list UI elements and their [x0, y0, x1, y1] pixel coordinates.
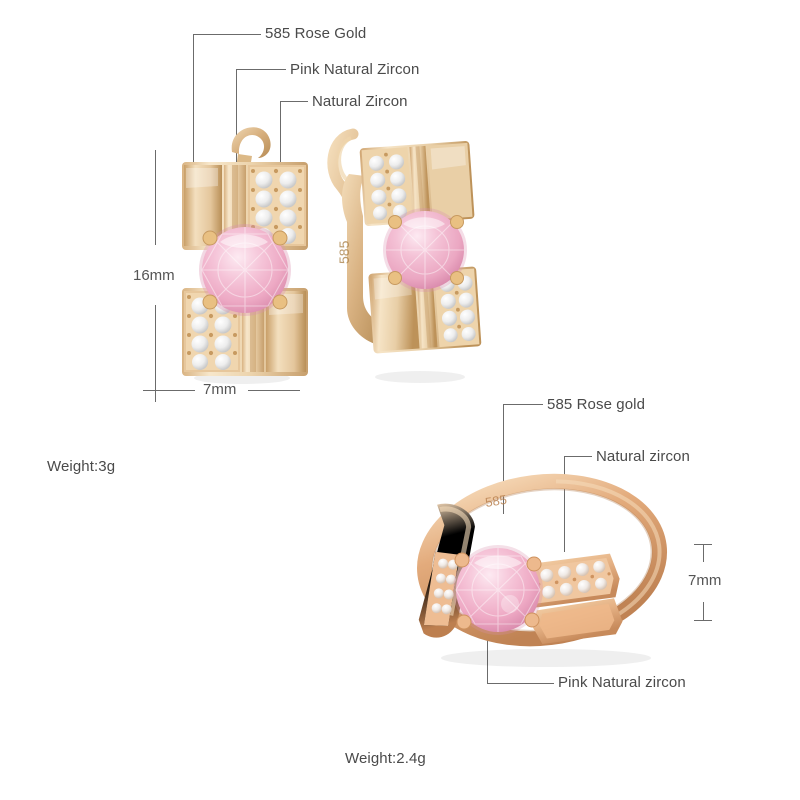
ring-leader-gold-vertical — [503, 404, 504, 514]
leader-line-zircon-vertical — [280, 101, 281, 169]
ring-view: 585 — [398, 468, 688, 668]
earring-label-zircon: Natural Zircon — [312, 93, 408, 110]
leader-line-pink-zircon-vertical — [236, 69, 237, 169]
dimension-line-width-left — [143, 390, 195, 391]
dimension-line-width-right — [248, 390, 300, 391]
earring-height-label: 16mm — [133, 267, 175, 284]
ring-leader-zircon-horizontal — [564, 456, 592, 457]
earring-width-label: 7mm — [203, 381, 237, 398]
leader-line-gold-horizontal — [193, 34, 261, 35]
earring-585-stamp: 585 — [336, 240, 352, 264]
dimension-line-height-lower — [155, 305, 156, 390]
ring-leader-zircon-vertical — [564, 456, 565, 552]
earring-weight-label: Weight:3g — [47, 458, 116, 475]
dimension-tick-width — [155, 378, 156, 402]
leader-line-pink-zircon-horizontal — [236, 69, 286, 70]
ring-leader-gold-horizontal — [503, 404, 543, 405]
ring-dimension-cap-bottom — [694, 620, 712, 621]
ring-label-gold: 585 Rose gold — [547, 396, 646, 413]
leader-line-gold-vertical — [193, 34, 194, 169]
ring-width-label: 7mm — [688, 572, 722, 589]
ring-weight-label: Weight:2.4g — [345, 750, 426, 767]
earring-side-view: 585 — [325, 112, 500, 384]
ring-dimension-stem-bottom — [703, 602, 704, 620]
ring-label-zircon: Natural zircon — [596, 448, 690, 465]
ring-dimension-stem-top — [703, 544, 704, 562]
ring-leader-pink-horizontal — [487, 683, 554, 684]
ring-label-pink-zircon: Pink Natural zircon — [558, 674, 686, 691]
earring-front-view — [160, 110, 330, 385]
earring-label-gold: 585 Rose Gold — [265, 25, 367, 42]
dimension-line-height-upper — [155, 150, 156, 245]
earring-label-pink-zircon: Pink Natural Zircon — [290, 61, 420, 78]
ring-leader-pink-vertical — [487, 600, 488, 683]
leader-line-zircon-horizontal — [280, 101, 308, 102]
ring-585-stamp: 585 — [484, 492, 508, 510]
